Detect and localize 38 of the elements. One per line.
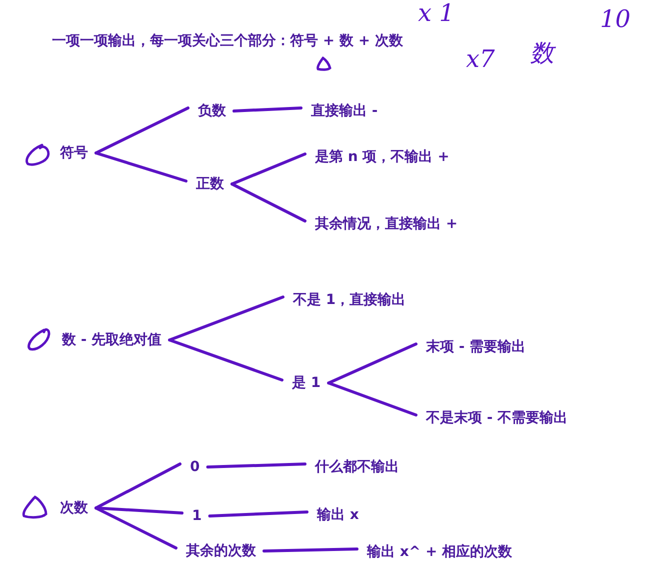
branch-text: 末项 - 需要输出 — [426, 338, 526, 356]
branch-text: 什么都不输出 — [315, 458, 399, 476]
branch-line — [168, 338, 284, 382]
handwritten-note: x7 — [466, 46, 495, 72]
branch-text: 输出 x — [317, 506, 359, 524]
handwritten-note: 10 — [600, 6, 631, 32]
branch-text: 1 — [192, 507, 202, 525]
branch-line — [206, 462, 306, 468]
branch-line — [94, 506, 178, 550]
branch-text: 其余的次数 — [186, 542, 256, 560]
branch-text: 输出 x^ + 相应的次数 — [367, 543, 512, 561]
handwritten-note: 数 — [530, 40, 554, 66]
branch-text: 其余情况，直接输出 + — [315, 215, 458, 233]
branch-line — [230, 182, 306, 222]
branch-text: 符号 — [60, 144, 88, 162]
branch-text: 不是末项 - 不需要输出 — [426, 409, 568, 427]
branch-text: 不是 1，直接输出 — [293, 291, 406, 309]
handwritten-note: x 1 — [418, 0, 454, 26]
branch-line — [168, 296, 284, 342]
branch-line — [232, 106, 302, 112]
branch-text: 直接输出 - — [311, 102, 378, 120]
branch-text: 数 - 先取绝对值 — [62, 331, 162, 349]
branch-text: 次数 — [60, 499, 88, 517]
branch-text: 是 1 — [292, 374, 321, 392]
branch-line — [94, 462, 182, 510]
branch-text: 负数 — [198, 102, 226, 120]
branch-line — [230, 152, 306, 186]
branch-line — [208, 510, 308, 518]
branch-text: 正数 — [196, 175, 224, 193]
branch-line — [94, 506, 184, 514]
branch-line — [327, 382, 418, 416]
branch-line — [94, 152, 188, 182]
branch-line — [94, 106, 190, 154]
title: 一项一项输出，每一项关心三个部分：符号 + 数 + 次数 — [52, 32, 403, 50]
branch-text: 0 — [190, 458, 200, 476]
branch-line — [262, 548, 358, 552]
branch-line — [327, 342, 418, 384]
branch-text: 是第 n 项，不输出 + — [315, 148, 450, 166]
